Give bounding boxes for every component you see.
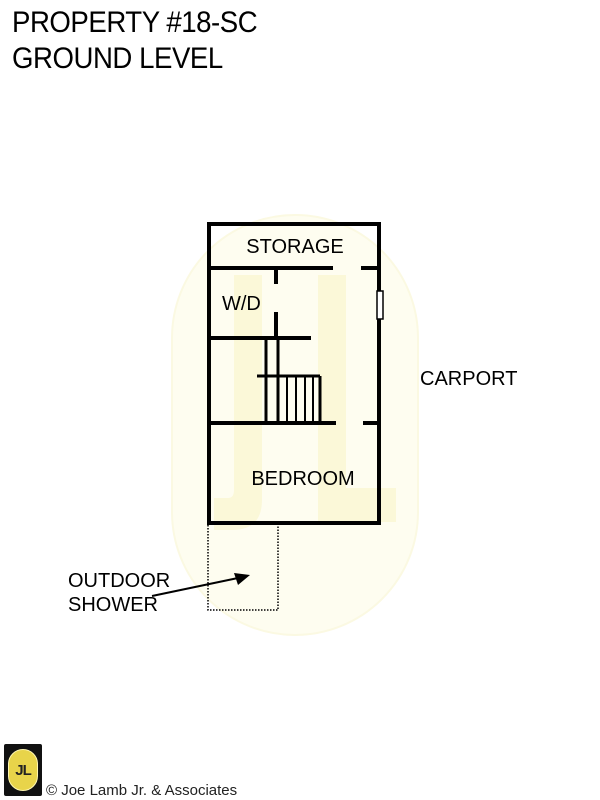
shower-arrow-line [151, 577, 239, 597]
title-line-1: PROPERTY #18-SC [12, 6, 258, 39]
outdoor-shower-outline [207, 525, 279, 611]
carport-label: CARPORT [420, 368, 517, 390]
company-logo: JL [4, 744, 42, 796]
title-line-2: GROUND LEVEL [12, 42, 223, 75]
storage-label: STORAGE [246, 236, 343, 258]
right-window [376, 290, 384, 320]
outer-wall [207, 222, 381, 525]
logo-mark: JL [8, 749, 38, 791]
wd-label: W/D [222, 293, 261, 315]
copyright-text: © Joe Lamb Jr. & Associates [46, 782, 238, 799]
stair-treads [286, 376, 314, 423]
shower-arrow-head [234, 573, 250, 585]
bedroom-label: BEDROOM [251, 468, 354, 490]
outdoor-shower-label-line2: SHOWER [68, 594, 158, 616]
outdoor-shower-label-line1: OUTDOOR [68, 570, 170, 592]
